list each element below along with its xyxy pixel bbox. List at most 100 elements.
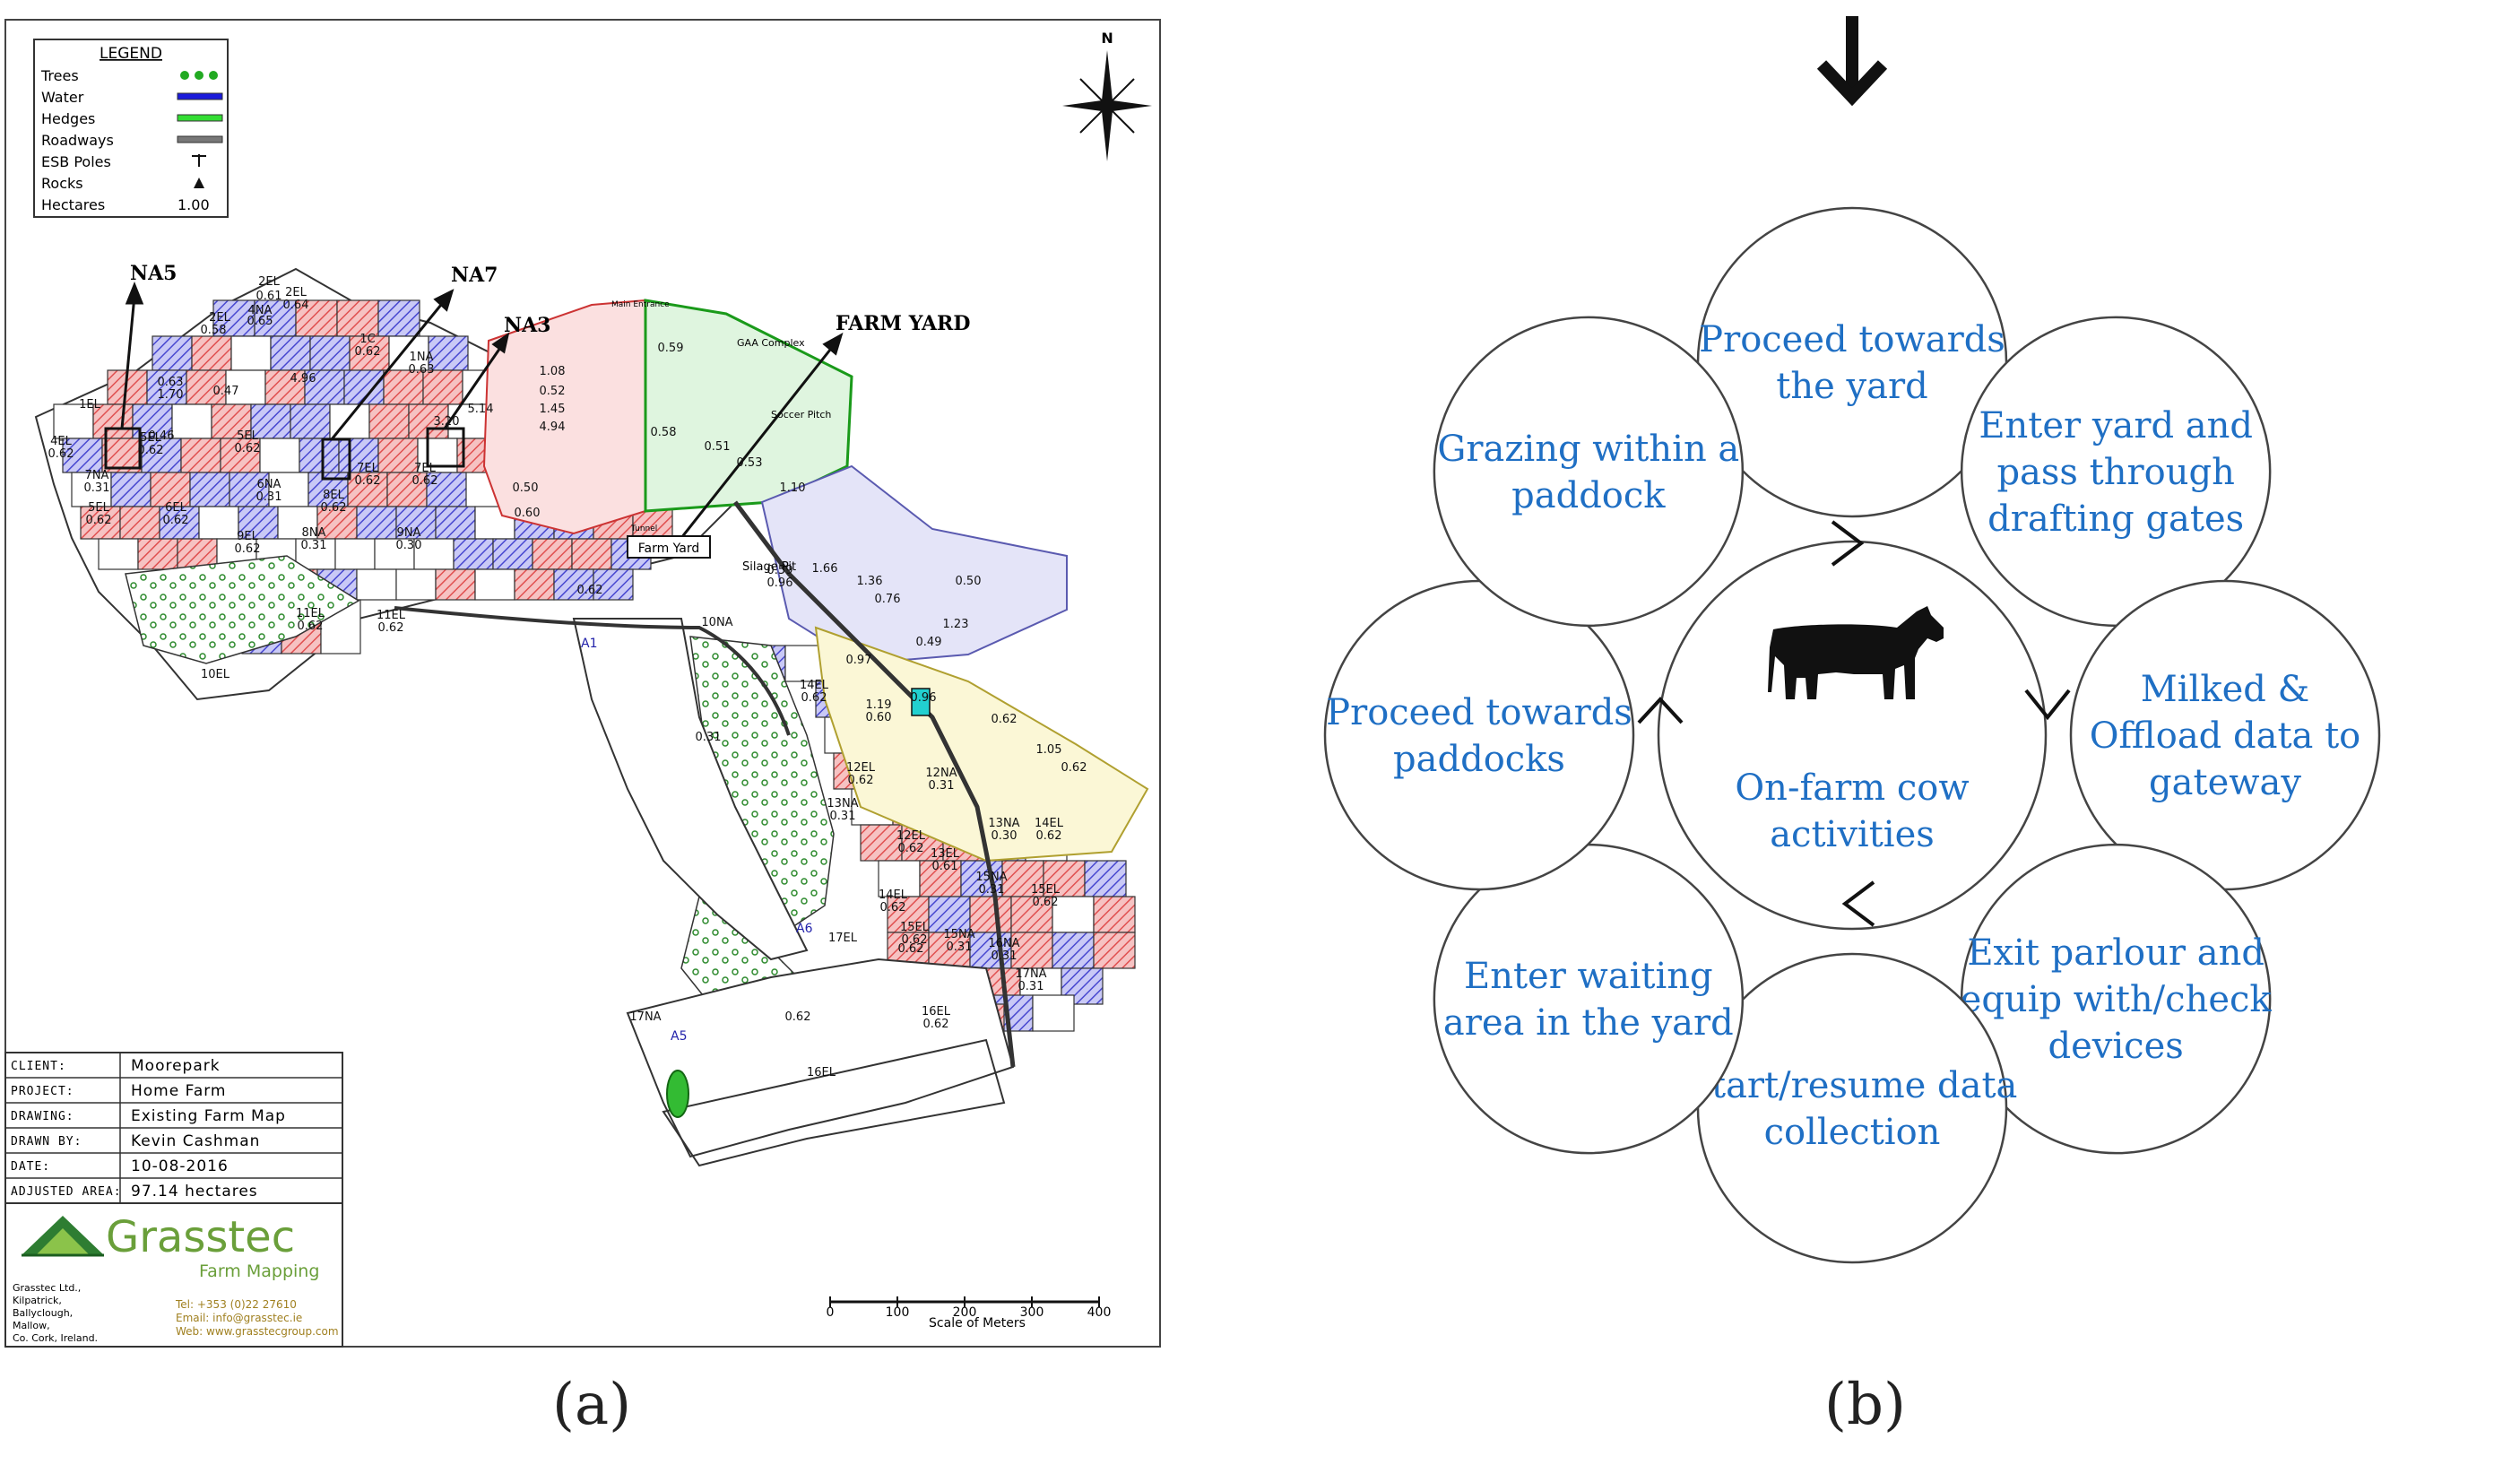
- paddock-label: 0.31: [947, 941, 973, 954]
- paddock-label: 5EL: [88, 501, 109, 515]
- paddock-label: 0.50: [513, 481, 539, 495]
- paddock-label: 0.31: [979, 883, 1005, 897]
- paddock-label: 0.62: [163, 514, 189, 527]
- paddock-label: 0.64: [283, 299, 309, 312]
- paddock-label: 13EL: [931, 847, 960, 861]
- address-line-4: Co. Cork, Ireland.: [13, 1332, 98, 1344]
- paddock-label: 17EL: [828, 932, 858, 945]
- paddock-label: 1.10: [780, 481, 806, 495]
- paddock-label: 9EL: [237, 530, 258, 543]
- paddock-label: 0.58: [651, 426, 677, 439]
- paddock-label: 5EL: [140, 431, 161, 445]
- info-key-3: DRAWN BY:: [11, 1135, 82, 1149]
- legend-label-1: Water: [41, 89, 84, 106]
- paddock-label: 14EL: [1035, 817, 1064, 830]
- address-line-1: Kilpatrick,: [13, 1295, 62, 1306]
- scale-tick-1: 100: [886, 1305, 910, 1320]
- main-entrance-label: Main Entrance: [611, 300, 670, 309]
- callout-na5: NA5: [130, 262, 178, 285]
- legend-label-2: Hedges: [41, 110, 95, 127]
- paddock-label: 8EL: [323, 489, 344, 502]
- paddock-label: 0.62: [321, 501, 347, 515]
- paddock-label: 11EL: [296, 607, 325, 620]
- pink-fields: [482, 299, 646, 535]
- paddock-label: 0.62: [412, 474, 438, 488]
- trees-icon: [180, 71, 218, 80]
- paddock-label: 15NA: [975, 871, 1007, 884]
- paddock-label: 0.52: [540, 385, 566, 398]
- info-key-0: CLIENT:: [11, 1060, 66, 1073]
- rock-icon: [194, 178, 204, 188]
- paddock-label: 12EL: [896, 829, 926, 843]
- paddock-label: 0.31: [84, 481, 110, 495]
- legend-swatch-1: [177, 92, 223, 100]
- address-line-0: Grasstec Ltd.,: [13, 1282, 81, 1294]
- scale-tick-0: 0: [827, 1305, 835, 1320]
- paddock-label: 0.97: [846, 654, 872, 667]
- address-line-2: Ballyclough,: [13, 1307, 73, 1319]
- paddock-label: 0.62: [355, 345, 381, 359]
- paddock-label: 0.96: [911, 691, 937, 705]
- legend-swatch-2: [177, 114, 223, 122]
- silage-pit-label: Silage Pit: [742, 560, 796, 574]
- paddock-label: 16NA: [988, 937, 1019, 950]
- paddock-label: 0.50: [956, 575, 982, 588]
- callout-na7: NA7: [451, 264, 498, 287]
- paddock-label: 0.65: [247, 315, 273, 328]
- paddock-label: 0.31: [301, 539, 327, 552]
- paddock-label: 0.61: [256, 290, 282, 303]
- paddock-label: 13NA: [827, 797, 858, 811]
- callout-farm-yard: FARM YARD: [836, 312, 970, 335]
- paddock-label: 12NA: [925, 767, 957, 780]
- paddock-label: 2EL: [209, 311, 230, 325]
- paddock-label: 1.70: [158, 388, 184, 402]
- caption-b: (b): [1824, 1372, 1906, 1438]
- paddock-label: 14EL: [879, 889, 908, 902]
- info-key-1: PROJECT:: [11, 1085, 74, 1098]
- north-arrow-icon: N: [1062, 30, 1152, 161]
- paddock-label: 0.62: [801, 691, 827, 705]
- paddock-label: 0.61: [932, 860, 958, 873]
- paddock-label: 0.62: [298, 620, 324, 633]
- paddock-label: 0.53: [737, 456, 763, 470]
- paddock-label: 1.08: [540, 365, 566, 378]
- info-key-2: DRAWING:: [11, 1110, 74, 1123]
- paddock-label: 0.62: [898, 842, 924, 855]
- road-a1: [394, 606, 791, 736]
- paddock-label: 7NA: [85, 469, 109, 482]
- legend-label-0: Trees: [40, 67, 79, 84]
- paddock-label: 0.62: [378, 621, 404, 635]
- paddock-label: 7EL: [357, 462, 378, 475]
- paddock-label: 3.20: [434, 415, 460, 429]
- legend-swatch-3: [177, 135, 223, 143]
- paddock-label: 11EL: [377, 609, 406, 622]
- paddock-label: 0.62: [1061, 761, 1087, 775]
- paddock-label: 15EL: [900, 921, 930, 934]
- paddock-label: 5.14: [468, 403, 494, 416]
- paddock-label: 0.30: [992, 829, 1018, 843]
- paddock-label: 6EL: [165, 501, 186, 515]
- paddock-label: 0.58: [201, 324, 227, 337]
- paddock-label: 17NA: [629, 1010, 661, 1024]
- paddock-label: 1EL: [79, 398, 100, 412]
- paddock-label: 5EL: [237, 429, 258, 443]
- scale-tick-2: 200: [953, 1305, 977, 1320]
- paddock-label: 0.59: [658, 342, 684, 355]
- paddock-label: 0.62: [880, 901, 906, 915]
- paddock-label: 0.62: [923, 1018, 949, 1031]
- paddock-label: 1.45: [540, 403, 566, 416]
- legend-value-6: 1.00: [178, 196, 210, 213]
- paddock-label: 0.31: [992, 949, 1018, 963]
